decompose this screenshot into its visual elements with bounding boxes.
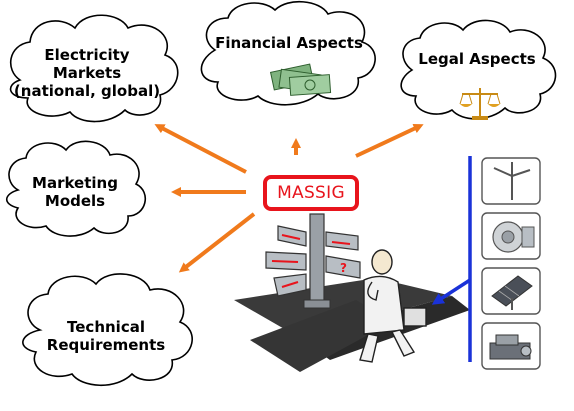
node-electricity-markets: Electricity Markets (national, global)	[12, 46, 162, 100]
signpost-icon: ?	[265, 213, 361, 309]
cloud-legal-aspects	[400, 19, 557, 120]
technology-bar	[431, 156, 472, 362]
arrow-to-legal	[355, 124, 424, 158]
node-financial-aspects: Financial Aspects	[214, 34, 364, 52]
svg-text:?: ?	[340, 261, 347, 275]
node-electricity-line2: (national, global)	[13, 82, 161, 100]
scales-icon	[459, 88, 501, 120]
wind-turbine-icon	[481, 157, 541, 205]
crossroads-ground	[234, 278, 470, 372]
node-technical-line1: Technical	[67, 318, 145, 336]
cloud-financial-aspects	[200, 0, 376, 106]
center-massig-box: MASSIG	[263, 175, 359, 211]
cloud-technical-requirements	[22, 273, 193, 386]
node-marketing-models: Marketing Models	[20, 174, 130, 210]
node-technical-line2: Requirements	[46, 336, 166, 354]
cloud-electricity-markets	[9, 14, 179, 123]
node-marketing-line1: Marketing	[32, 174, 118, 192]
solar-panel-icon	[481, 267, 541, 315]
node-marketing-line2: Models	[44, 192, 106, 210]
center-massig-label: MASSIG	[277, 183, 345, 203]
money-icon	[269, 63, 332, 96]
node-legal-line1: Legal Aspects	[418, 50, 536, 68]
cloud-marketing-models	[5, 140, 147, 237]
node-electricity-line1: Electricity Markets	[44, 46, 130, 82]
arrow-to-technical	[178, 212, 256, 273]
water-turbine-icon	[481, 212, 541, 260]
arrow-to-businessman	[431, 278, 471, 305]
node-financial-line1: Financial Aspects	[215, 34, 363, 52]
generator-engine-icon	[481, 322, 541, 370]
node-technical-requirements: Technical Requirements	[36, 318, 176, 354]
arrows-orange	[154, 124, 424, 273]
businessman-figure	[359, 249, 427, 363]
node-legal-aspects: Legal Aspects	[412, 50, 542, 68]
arrow-to-electricity	[154, 124, 247, 174]
